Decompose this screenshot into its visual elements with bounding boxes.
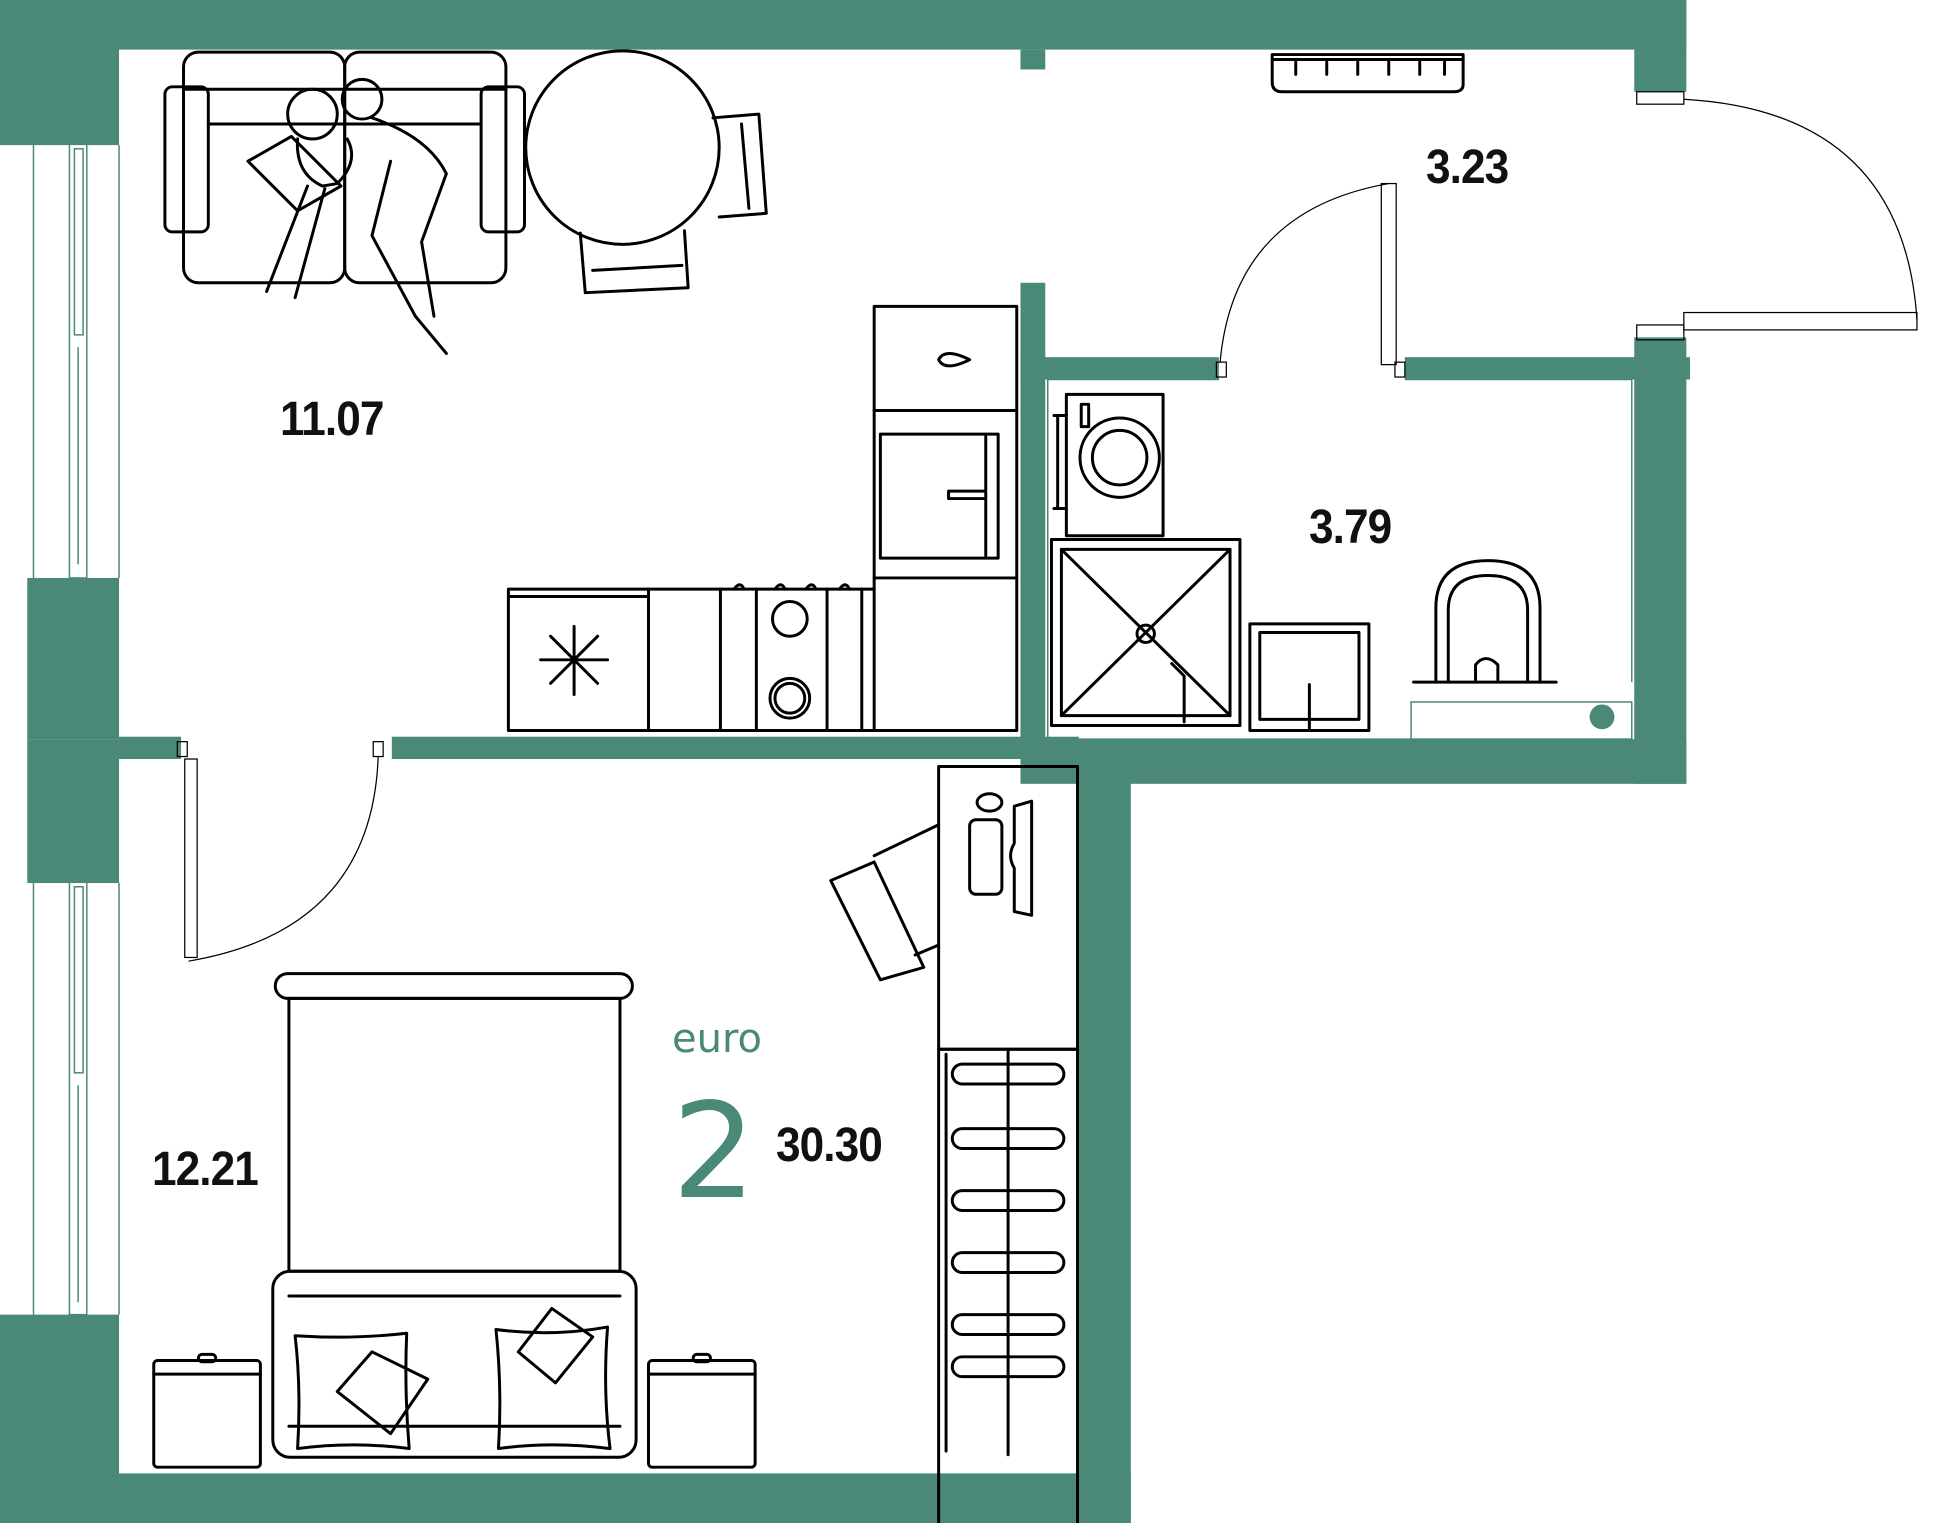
- desk: [937, 764, 1080, 1051]
- layout-label: euro: [672, 1016, 762, 1062]
- snowflake-icon: [539, 624, 610, 697]
- door-bedroom: [176, 741, 384, 962]
- nightstand-right: [647, 1352, 757, 1469]
- nightstand-left: [152, 1352, 262, 1469]
- chair-icon: [578, 112, 768, 295]
- office-chair: [829, 823, 941, 982]
- room-count: 2: [672, 1075, 756, 1229]
- door-bathroom: [1215, 182, 1406, 378]
- room-area-bedroom: 12.21: [152, 1143, 259, 1196]
- people-icon: [246, 77, 448, 355]
- boiler: [1410, 701, 1633, 740]
- shower: [1049, 538, 1242, 728]
- bathroom-finish: [1047, 378, 1633, 740]
- walls: [0, 0, 1691, 1523]
- cooktop: [732, 583, 851, 720]
- window-bottom-left: [32, 873, 120, 1316]
- kitchen-counter: [506, 304, 1019, 732]
- room-area-bathroom: 3.79: [1309, 501, 1392, 554]
- pillows: [293, 1306, 612, 1451]
- washing-machine: [1052, 392, 1165, 538]
- sofa: [163, 50, 526, 285]
- dining-table: [524, 49, 721, 246]
- toilet: [1412, 559, 1558, 684]
- bed: [271, 972, 638, 1459]
- total-area: 30.30: [776, 1119, 883, 1172]
- door-entrance: [1636, 91, 1918, 341]
- bathroom-sink: [1248, 622, 1371, 732]
- room-area-living-kitchen: 11.07: [280, 393, 384, 446]
- room-area-hallway: 3.23: [1426, 141, 1509, 194]
- wardrobe: [937, 1047, 1080, 1523]
- window-top-left: [32, 138, 120, 579]
- air-conditioner: [1270, 53, 1465, 94]
